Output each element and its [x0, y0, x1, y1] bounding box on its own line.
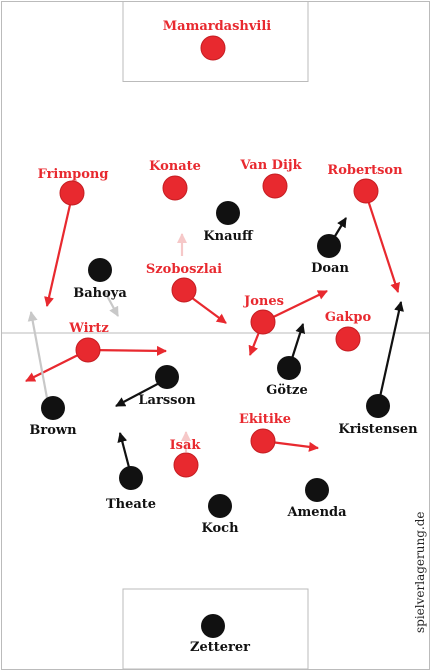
arrow-kristensen	[376, 301, 404, 407]
player-marker-gakpo	[335, 326, 361, 352]
player-name-ekitike: Ekitike	[239, 412, 291, 427]
player-name-bahoya: Bahoya	[73, 286, 127, 301]
player-name-robertson: Robertson	[327, 163, 403, 178]
player-marker-koch	[208, 494, 232, 518]
player-marker-robertson	[353, 178, 379, 204]
arrow-robertson	[364, 193, 400, 293]
player-name-larsson: Larsson	[138, 393, 196, 408]
player-marker-amenda	[305, 478, 329, 502]
player-name-theate: Theate	[106, 497, 156, 512]
player-marker-g-tze	[277, 356, 301, 380]
credit-text: spielverlagerung.de	[413, 512, 427, 633]
player-marker-theate	[119, 466, 143, 490]
player-marker-doan	[317, 234, 341, 258]
player-name-jones: Jones	[243, 294, 284, 309]
player-name-wirtz: Wirtz	[68, 321, 109, 336]
player-marker-konate	[162, 175, 188, 201]
player-name-brown: Brown	[29, 423, 77, 438]
player-marker-brown	[41, 396, 65, 420]
top-penalty-box	[122, 1, 309, 82]
arrow-wirtz-1	[87, 345, 167, 356]
player-name-mamardashvili: Mamardashvili	[163, 19, 272, 34]
player-marker-frimpong	[59, 180, 85, 206]
player-name-frimpong: Frimpong	[38, 167, 109, 182]
player-name-zetterer: Zetterer	[190, 640, 250, 655]
player-marker-jones	[250, 309, 276, 335]
player-marker-kristensen	[366, 394, 390, 418]
player-name-amenda: Amenda	[286, 505, 347, 520]
player-marker-van-dijk	[262, 173, 288, 199]
player-marker-wirtz	[75, 337, 101, 363]
player-marker-ekitike	[250, 428, 276, 454]
arrow-brown-grey	[27, 311, 49, 399]
player-name-koch: Koch	[201, 521, 239, 536]
player-name-kristensen: Kristensen	[338, 422, 418, 437]
player-name-konate: Konate	[149, 159, 201, 174]
player-name-knauff: Knauff	[203, 229, 254, 244]
player-marker-zetterer	[201, 614, 225, 638]
bottom-penalty-box	[122, 588, 309, 670]
arrow-bahoya-grey	[104, 291, 119, 317]
player-name-g-tze: Götze	[266, 383, 307, 398]
arrow-frimpong	[44, 195, 74, 307]
player-marker-mamardashvili	[200, 35, 226, 61]
player-name-isak: Isak	[170, 438, 202, 453]
player-name-szoboszlai: Szoboszlai	[146, 262, 222, 277]
player-marker-larsson	[155, 365, 179, 389]
player-marker-knauff	[216, 201, 240, 225]
player-marker-bahoya	[88, 258, 112, 282]
player-marker-szoboszlai	[171, 277, 197, 303]
movement-arrows	[25, 193, 404, 476]
player-name-van-dijk: Van Dijk	[239, 158, 302, 173]
player-name-doan: Doan	[311, 261, 349, 276]
player-name-gakpo: Gakpo	[325, 310, 372, 325]
player-marker-isak	[173, 452, 199, 478]
